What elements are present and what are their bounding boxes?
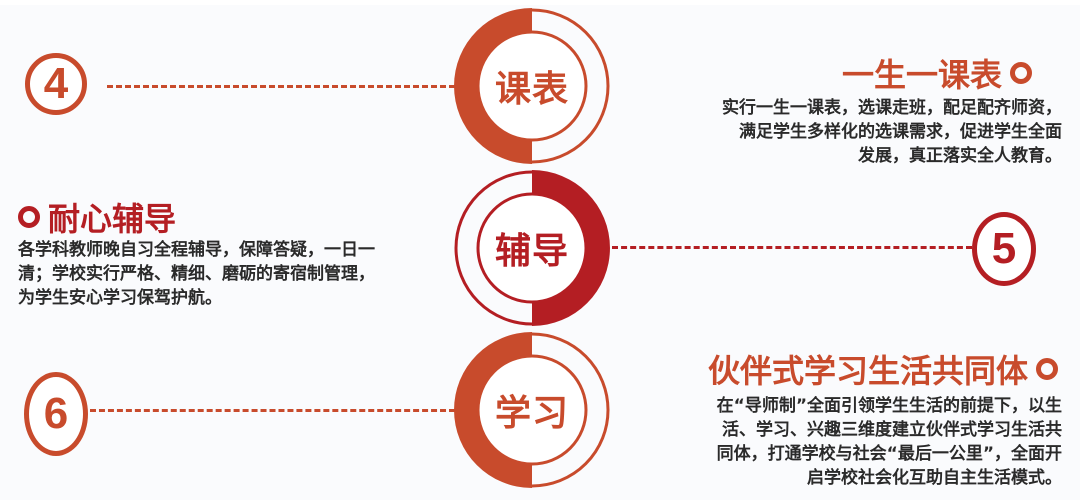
hub-circle-schedule: 课表 [452, 6, 612, 166]
ring-icon [1010, 62, 1032, 84]
title-patient-tutoring: 耐心辅导 [18, 194, 176, 240]
description-learning: 在“导师制”全面引领学生生活的前提下，以生 活、学习、兴趣三维度建立伙伴式学习生… [716, 396, 1062, 488]
hub-circle-learning: 学习 [452, 330, 612, 490]
hub-circle-tutoring: 辅导 [452, 168, 612, 328]
number-5: 5 [991, 224, 1017, 273]
connector-line-6 [90, 409, 455, 412]
hub-label-schedule: 课表 [494, 69, 569, 110]
half-ring-icon [454, 170, 610, 326]
connector-line-5 [612, 246, 972, 249]
ring-icon [18, 206, 40, 228]
top-strip [0, 0, 1080, 5]
number-4: 4 [43, 59, 69, 108]
ring-icon [1036, 358, 1058, 380]
half-ring-icon [454, 332, 610, 488]
half-ring-icon [454, 8, 610, 164]
title-one-student-one-schedule: 一生一课表 [842, 50, 1032, 96]
number-badge-6: 6 [24, 372, 88, 456]
title-peer-learning-community: 伙伴式学习生活共同体 [708, 346, 1058, 392]
connector-line-4 [107, 85, 455, 88]
number-badge-5: 5 [972, 212, 1036, 286]
hub-label-tutoring: 辅导 [494, 231, 569, 272]
description-schedule: 实行一生一课表，选课走班，配足配齐师资， 满足学生多样化的选课需求，促进学生全面… [722, 98, 1062, 166]
description-tutoring: 各学科教师晚自习全程辅导，保障答疑，一日一 清；学校实行严格、精细、磨砺的寄宿制… [18, 240, 375, 308]
hub-label-learning: 学习 [494, 393, 569, 434]
number-badge-4: 4 [25, 53, 87, 115]
number-6: 6 [43, 389, 69, 438]
